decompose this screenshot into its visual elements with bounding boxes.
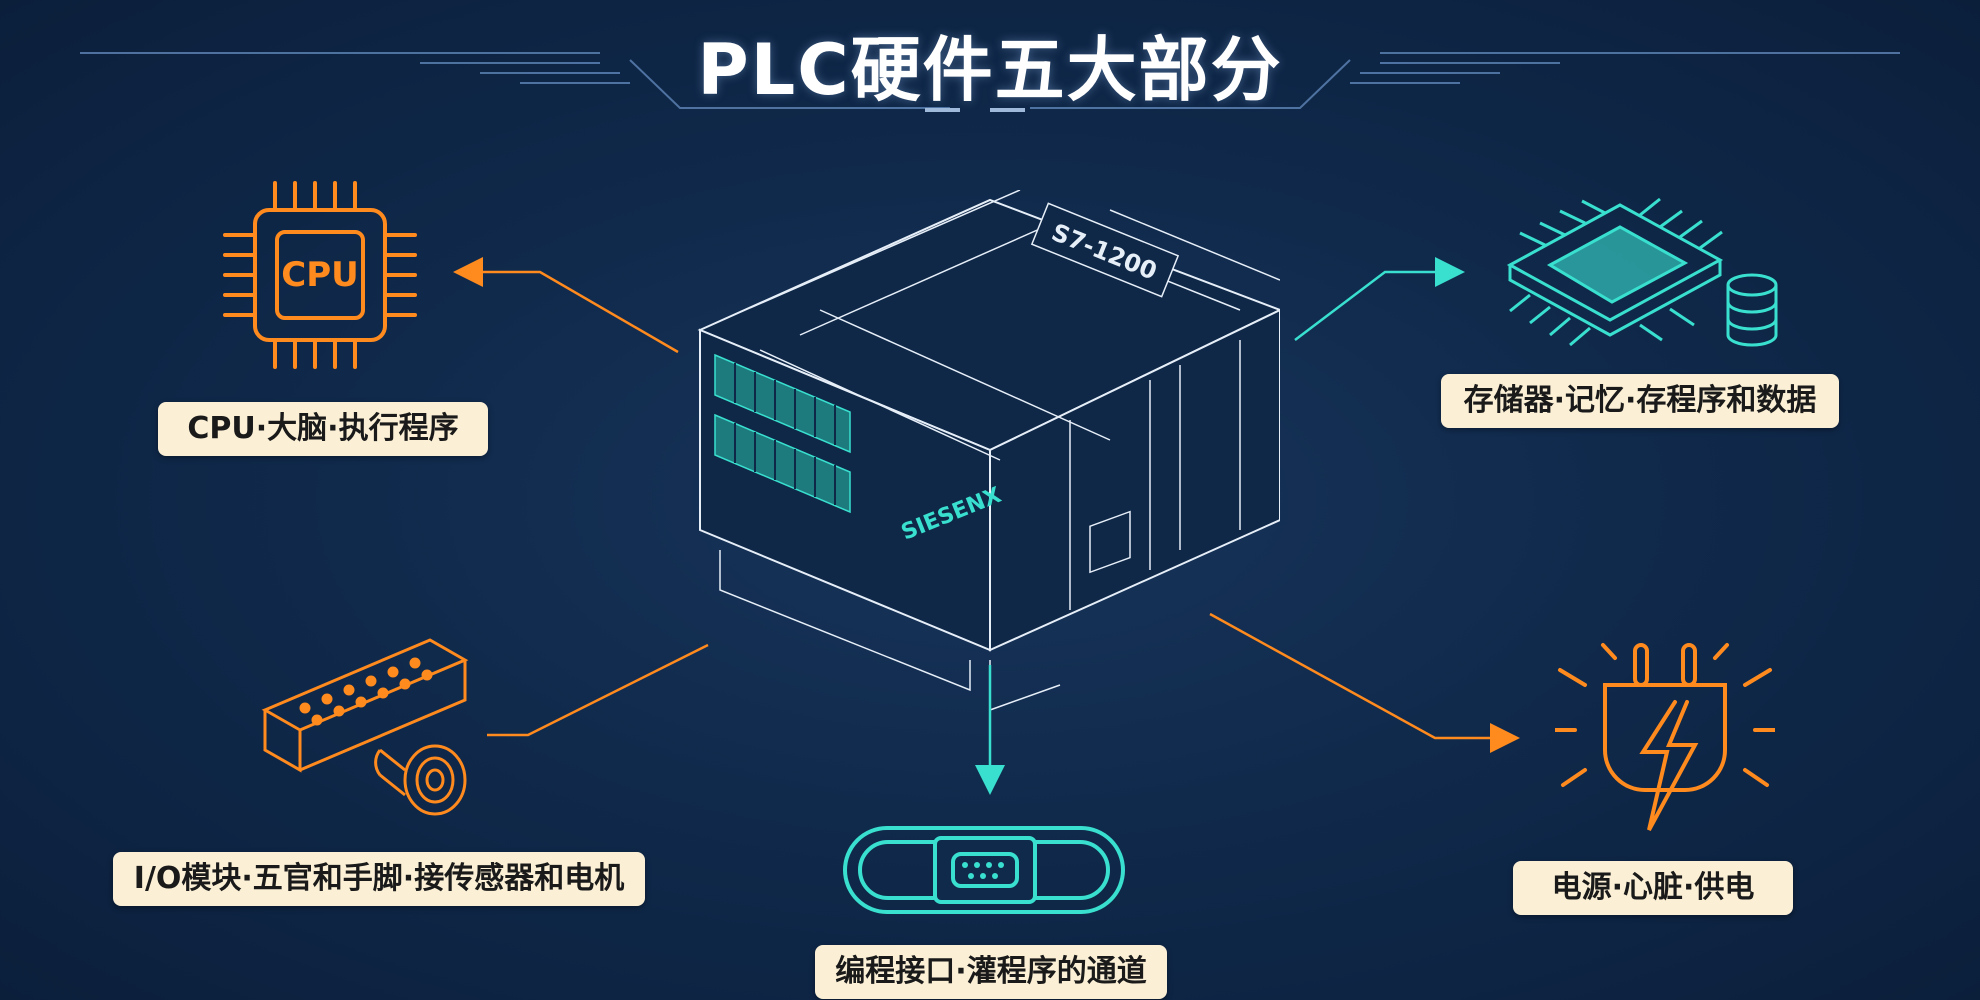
interface-label: 编程接口·灌程序的通道 — [815, 945, 1167, 999]
page-title: PLC硬件五大部分 — [697, 29, 1283, 111]
memory-connector — [1294, 257, 1465, 341]
title-decoration — [80, 52, 1900, 112]
io-connector — [487, 643, 709, 737]
io-label: I/O模块·五官和手脚·接传感器和电机 — [113, 852, 645, 906]
cpu-connector — [453, 257, 679, 354]
serial-port-icon — [843, 826, 1125, 914]
power-connector — [1209, 612, 1520, 753]
ethernet-port-icon — [1089, 510, 1131, 574]
power-label: 电源·心脏·供电 — [1513, 861, 1793, 915]
terminal-block-icon — [261, 638, 469, 816]
plc-device: S7-1200 SIESENX — [697, 190, 1280, 712]
memory-chip-icon — [1506, 197, 1778, 347]
cpu-chip-icon: CPU — [223, 181, 417, 369]
power-plug-icon — [1555, 643, 1775, 831]
cpu-chip-text: CPU — [281, 255, 358, 295]
memory-label: 存储器·记忆·存程序和数据 — [1441, 374, 1839, 428]
cpu-label: CPU·大脑·执行程序 — [158, 402, 488, 456]
